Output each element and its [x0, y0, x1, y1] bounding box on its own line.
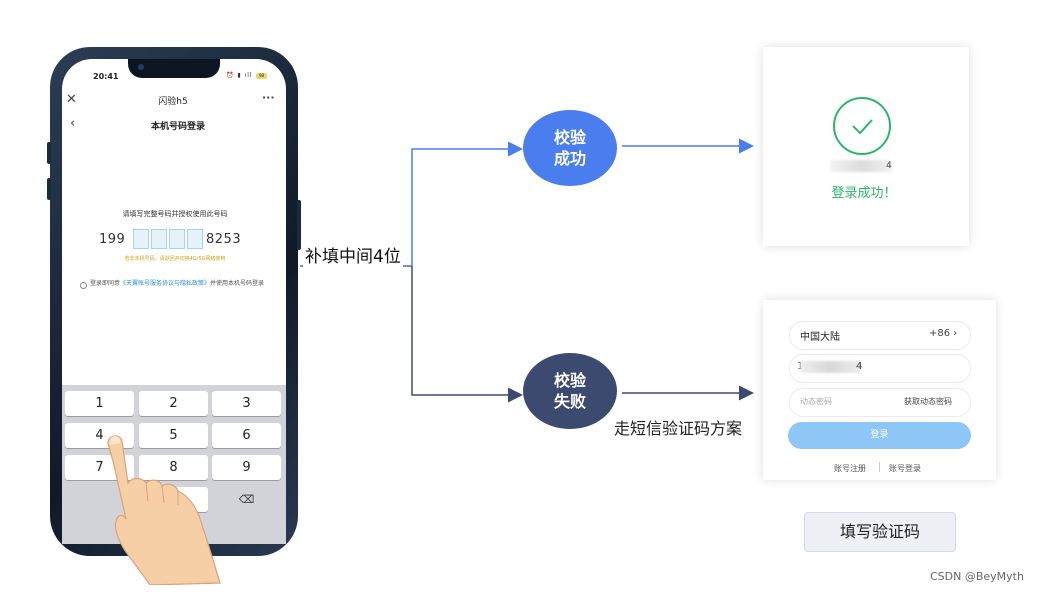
region-label: 中国大陆: [800, 328, 840, 343]
node-line-2: 失败: [554, 391, 586, 412]
node-line-1: 校验: [554, 127, 586, 148]
country-code-value: +86: [929, 328, 950, 339]
masked-phone-number: [830, 160, 892, 172]
watermark: CSDN @BeyMyth: [930, 570, 1024, 583]
node-line-2: 成功: [554, 148, 586, 169]
masked-phone-number: [800, 361, 860, 373]
node-line-1: 校验: [554, 370, 586, 391]
login-success-text: 登录成功！: [808, 182, 920, 201]
link-divider: [879, 462, 880, 472]
country-code[interactable]: +86 ›: [929, 328, 957, 339]
success-check-icon: [833, 97, 891, 155]
masked-number-tail: 4: [856, 361, 862, 372]
register-link[interactable]: 账号注册: [834, 463, 866, 474]
login-button[interactable]: 登录: [788, 422, 971, 449]
verify-fail-node: 校验 失败: [523, 353, 617, 429]
fill-middle-digits-label: 补填中间4位: [303, 242, 403, 267]
connector-to-fail: [412, 266, 520, 395]
account-login-link[interactable]: 账号登录: [889, 463, 921, 474]
sms-fallback-note: 走短信验证码方案: [614, 415, 742, 439]
chevron-right-icon: ›: [953, 328, 957, 339]
fill-verification-code-button[interactable]: 填写验证码: [804, 512, 956, 552]
connector-to-success: [412, 149, 520, 266]
get-sms-code-button[interactable]: 获取动态密码: [904, 396, 952, 407]
sms-code-placeholder: 动态密码: [800, 396, 832, 407]
masked-number-tail: 4: [886, 161, 892, 171]
verify-success-node: 校验 成功: [523, 110, 617, 186]
